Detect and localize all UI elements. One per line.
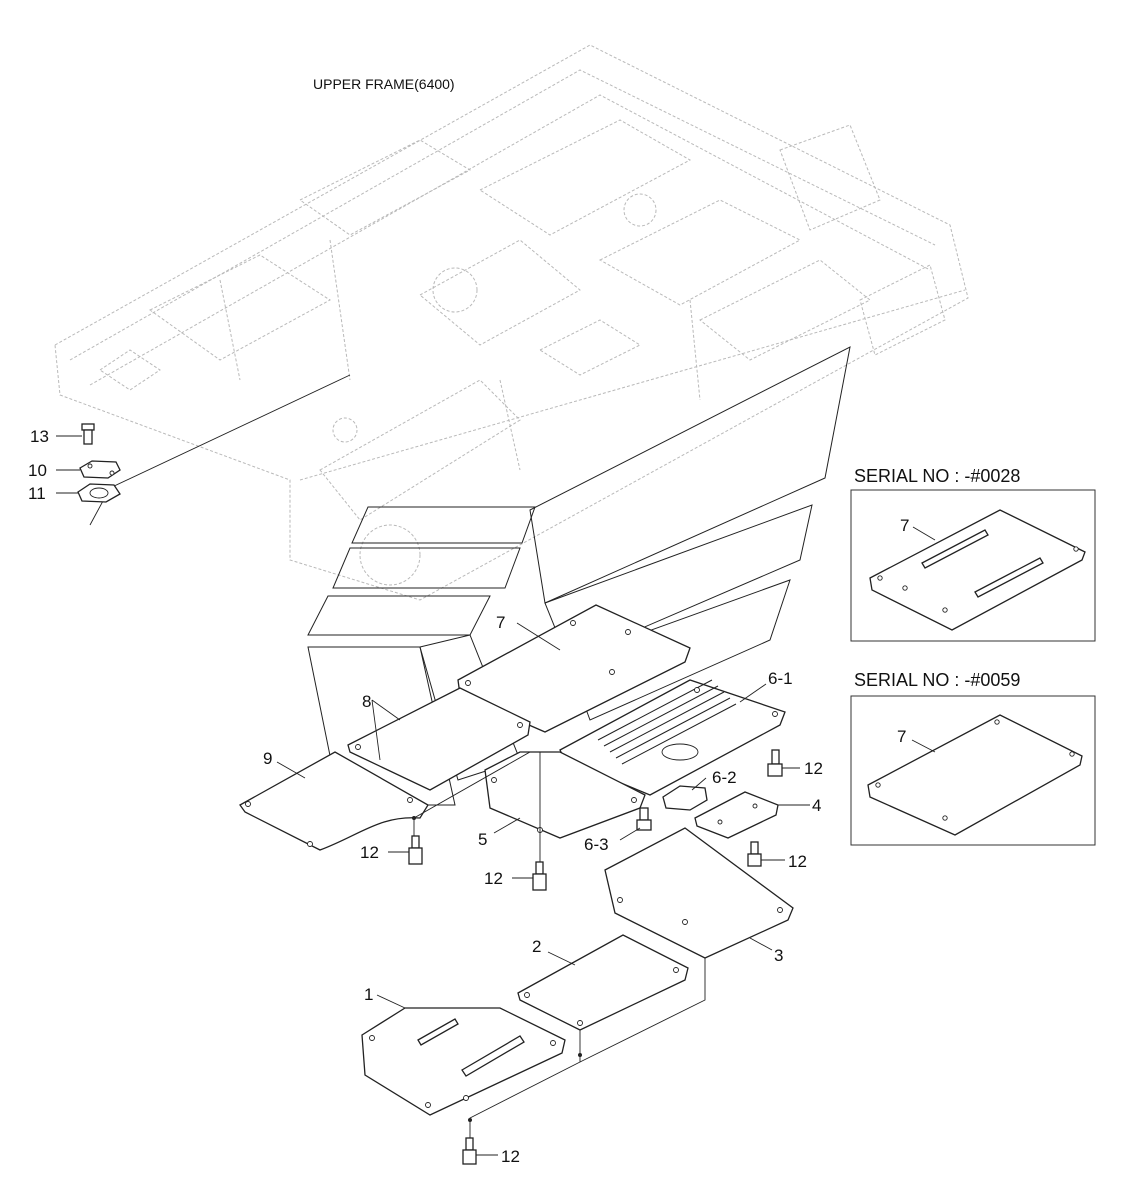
reference-outlines: [307, 346, 851, 806]
gasket-11: [56, 483, 121, 503]
inset-bottom-frame: [850, 695, 1096, 846]
callout-12-d: 12: [788, 852, 807, 871]
floor-plate-5: [484, 751, 646, 839]
cover-plate-10: [56, 460, 121, 479]
cover-6-2: [662, 777, 708, 811]
inset-top-plate-7: [869, 509, 1086, 631]
floor-plate-2: [517, 934, 689, 1031]
inset-top-frame: [850, 489, 1096, 642]
inset-bottom-callout: 7: [897, 727, 906, 746]
callout-12-e: 12: [501, 1147, 520, 1166]
floor-plate-8: [347, 687, 531, 791]
inset-bottom-title: SERIAL NO : -#0059: [854, 670, 1020, 690]
callout-4: 4: [812, 796, 821, 815]
callout-6-1: 6-1: [768, 669, 793, 688]
callout-11: 11: [28, 484, 46, 503]
callout-12-c: 12: [484, 869, 503, 888]
floor-plate-3: [604, 827, 794, 959]
callout-13: 13: [30, 427, 49, 446]
bracket-plate-4: [694, 791, 810, 839]
callout-8: 8: [362, 692, 371, 711]
callout-12-b: 12: [360, 843, 379, 862]
callout-10: 10: [28, 461, 47, 480]
bolt-12-c: [512, 861, 547, 891]
callout-6-2: 6-2: [712, 768, 737, 787]
frame-label: UPPER FRAME(6400): [313, 76, 455, 92]
assembly-guide-line: [89, 374, 351, 526]
callout-9: 9: [263, 749, 272, 768]
callout-6-3: 6-3: [584, 835, 609, 854]
inset-top-title: SERIAL NO : -#0028: [854, 466, 1020, 486]
callout-2: 2: [532, 937, 541, 956]
bolt-12-b: [388, 835, 423, 865]
bolt-12-e: [462, 1137, 498, 1165]
floor-plate-9: [239, 751, 429, 851]
callout-5: 5: [478, 830, 487, 849]
inset-bottom-plate-7: [867, 714, 1083, 836]
callout-12-a: 12: [804, 759, 823, 778]
callout-1: 1: [364, 985, 373, 1004]
floor-plate-1: [361, 994, 566, 1116]
bolt-12-a: [767, 749, 800, 777]
callout-7: 7: [496, 613, 505, 632]
callout-3: 3: [774, 946, 783, 965]
bolt-12-d: [747, 841, 785, 867]
bolt-13: [56, 423, 95, 445]
upper-frame-ghost: [54, 44, 969, 601]
inset-top-callout: 7: [900, 516, 909, 535]
connection-lines: [412, 751, 706, 1138]
bolt-6-3: [619, 807, 652, 841]
